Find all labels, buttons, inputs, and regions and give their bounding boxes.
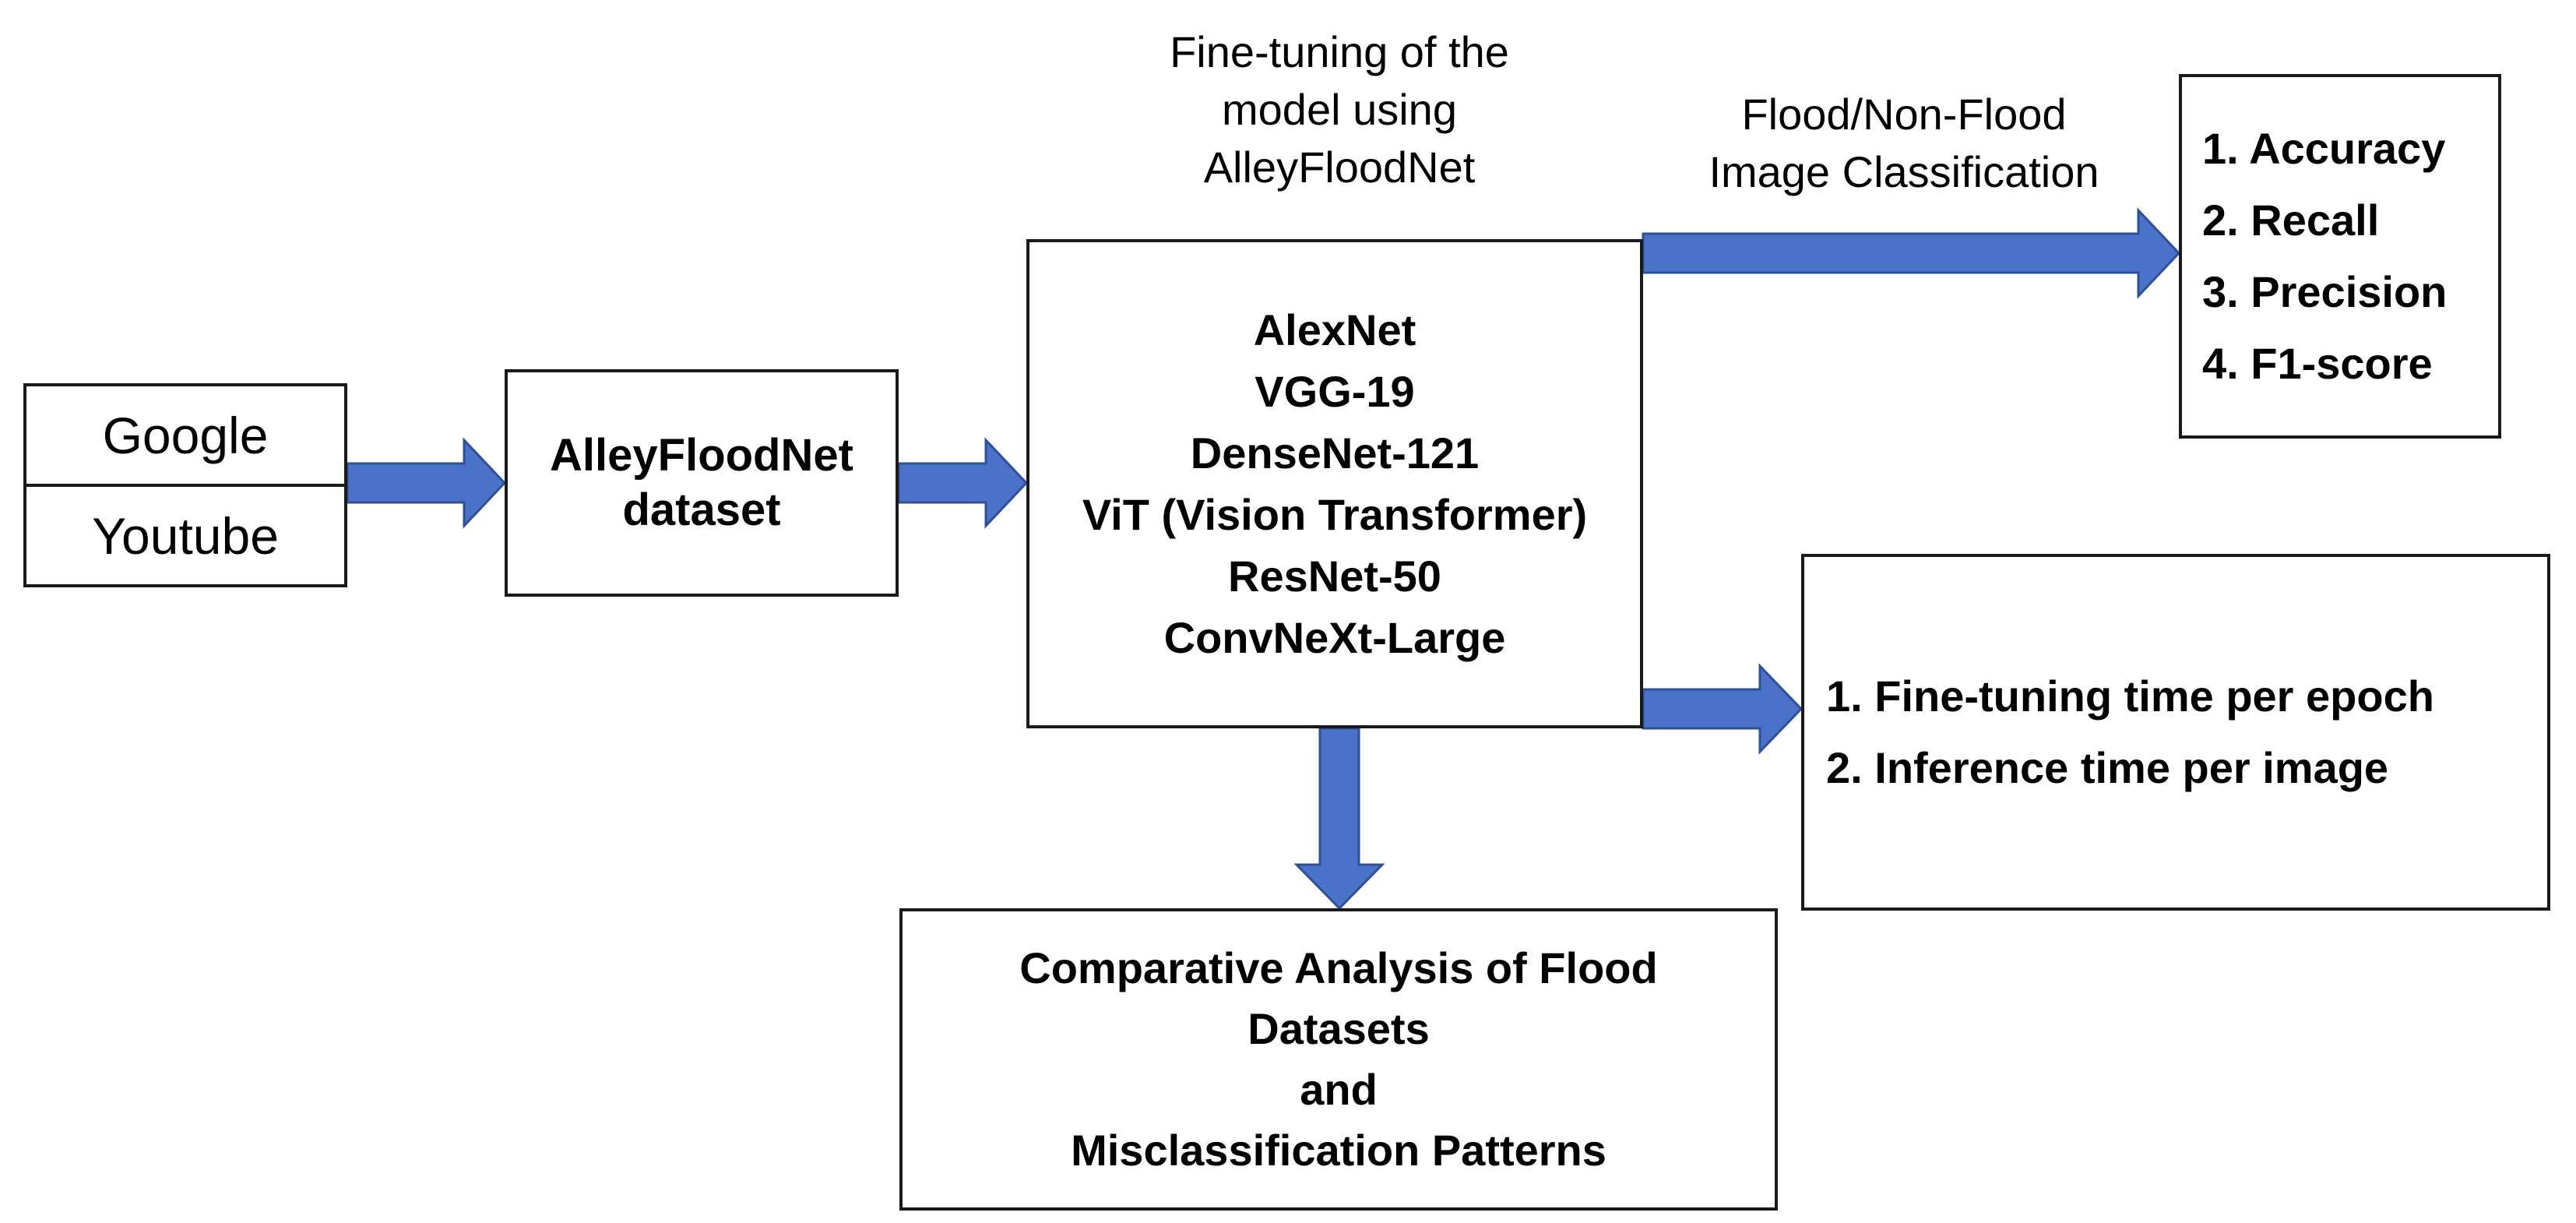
model-item: DenseNet-121 xyxy=(1190,428,1480,478)
metric-item: 4. F1-score xyxy=(2202,339,2433,388)
dataset-line: AlleyFloodNet xyxy=(550,430,853,481)
model-item: ViT (Vision Transformer) xyxy=(1082,490,1588,539)
finetune-label-line: AlleyFloodNet xyxy=(1203,143,1476,192)
arrow-models-to-time xyxy=(1642,663,1804,755)
timing-item: 2. Inference time per image xyxy=(1826,743,2389,792)
finetune-label-line: Fine-tuning of the xyxy=(1170,27,1509,76)
metrics-box: 1. Accuracy 2. Recall 3. Precision 4. F1… xyxy=(2179,74,2501,439)
analysis-line: and xyxy=(1300,1065,1378,1114)
metric-item: 3. Precision xyxy=(2202,267,2448,316)
model-item: ResNet-50 xyxy=(1228,552,1441,601)
arrow-dataset-to-models xyxy=(897,437,1029,529)
source-box: Google Youtube xyxy=(23,383,347,587)
source-youtube: Youtube xyxy=(26,484,344,584)
classification-label-line: Flood/Non-Flood xyxy=(1741,90,2067,139)
timing-item: 1. Fine-tuning time per epoch xyxy=(1826,671,2434,721)
classification-label: Flood/Non-Flood Image Classification xyxy=(1647,86,2161,201)
metric-item: 1. Accuracy xyxy=(2202,124,2446,173)
timing-box: 1. Fine-tuning time per epoch 2. Inferen… xyxy=(1801,554,2550,911)
finetune-label-line: model using xyxy=(1222,85,1457,134)
classification-label-line: Image Classification xyxy=(1709,147,2099,196)
arrow-source-to-dataset xyxy=(346,437,507,529)
source-google: Google xyxy=(102,406,269,464)
analysis-line: Datasets xyxy=(1248,1004,1430,1053)
model-item: AlexNet xyxy=(1253,305,1416,354)
dataset-box: AlleyFloodNet dataset xyxy=(505,369,899,597)
model-item: ConvNeXt-Large xyxy=(1163,613,1506,662)
analysis-box: Comparative Analysis of Flood Datasets a… xyxy=(899,908,1778,1211)
finetune-label: Fine-tuning of the model using AlleyFloo… xyxy=(1036,23,1643,196)
analysis-line: Comparative Analysis of Flood xyxy=(1019,943,1658,992)
analysis-line: Misclassification Patterns xyxy=(1071,1126,1606,1175)
arrow-models-to-metrics xyxy=(1642,207,2181,299)
model-item: VGG-19 xyxy=(1255,367,1415,416)
metric-item: 2. Recall xyxy=(2202,196,2380,245)
arrow-models-to-analysis xyxy=(1293,727,1385,911)
dataset-line: dataset xyxy=(622,485,781,535)
models-box: AlexNet VGG-19 DenseNet-121 ViT (Vision … xyxy=(1026,239,1643,728)
